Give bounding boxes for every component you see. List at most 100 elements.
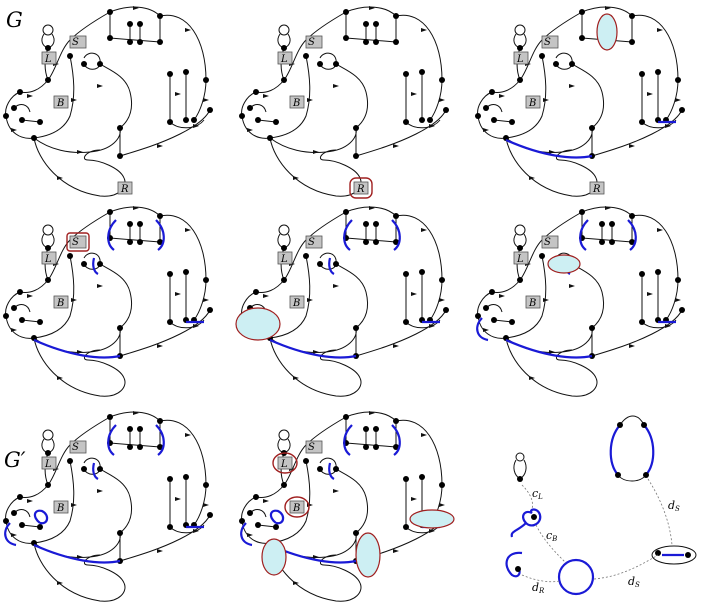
node (363, 239, 369, 245)
node (655, 550, 661, 556)
box-s (69, 440, 87, 454)
box-b-label: B (528, 98, 536, 109)
edge (84, 349, 125, 379)
edge (505, 337, 598, 397)
node (343, 9, 349, 15)
edge-arrow (193, 529, 199, 533)
box-s (305, 440, 323, 454)
node (81, 466, 87, 472)
node (373, 426, 379, 432)
edge-arrow (569, 84, 575, 88)
node (629, 39, 635, 45)
edge-arrow (393, 344, 399, 348)
node (203, 482, 209, 488)
node (157, 39, 163, 45)
top-node (514, 24, 526, 36)
edge (169, 72, 187, 122)
node (343, 414, 349, 420)
top-node (514, 224, 526, 236)
edge (485, 304, 513, 323)
edge-arrow (629, 144, 635, 148)
edge-arrow (569, 284, 575, 288)
edge (555, 52, 573, 70)
node (17, 89, 23, 95)
node (167, 119, 173, 125)
cycle-top-b (627, 219, 637, 251)
edge (581, 206, 633, 217)
node (207, 307, 213, 313)
edge-arrow (529, 376, 535, 380)
node (255, 117, 261, 123)
label-ds-bottom: dS (628, 575, 640, 589)
edge-arrow (313, 150, 319, 154)
node (643, 472, 649, 478)
box-s (305, 235, 323, 249)
edge (505, 55, 547, 139)
edge (335, 468, 369, 534)
node (183, 269, 189, 275)
edge (477, 79, 521, 117)
node (655, 69, 661, 75)
node (639, 271, 645, 277)
edge-arrow (175, 292, 181, 296)
node (393, 13, 399, 19)
edge-arrow (57, 176, 63, 180)
edge (33, 255, 75, 339)
box-l-label: L (44, 54, 52, 65)
box-s-label: S (544, 37, 551, 48)
node (239, 518, 245, 524)
edge (505, 127, 593, 153)
node (317, 261, 323, 267)
node (333, 61, 339, 67)
edge-arrow (293, 581, 299, 585)
box-l (41, 251, 57, 265)
edge-arrow (71, 298, 77, 302)
edge-arrow (293, 176, 299, 180)
top-node (515, 452, 525, 462)
node (281, 277, 287, 283)
node (281, 77, 287, 83)
edge (269, 460, 311, 544)
edge-arrow (543, 298, 549, 302)
edge (269, 137, 362, 197)
edge (249, 104, 277, 123)
edge (5, 115, 35, 139)
node (491, 117, 497, 123)
node (353, 125, 359, 131)
edge-arrow (133, 6, 139, 10)
edge-arrow (57, 376, 63, 380)
cycle-top-a (579, 219, 589, 251)
edge (395, 214, 443, 281)
edge-arrow (333, 84, 339, 88)
edge-arrow (657, 228, 663, 232)
cycle-b-tail (510, 522, 527, 538)
edge (109, 206, 161, 217)
box-b (525, 295, 541, 309)
edge (5, 279, 49, 317)
edge-arrow (157, 144, 163, 148)
label-ds-right: dS (668, 499, 680, 513)
box-l (41, 51, 57, 65)
cycle-top-a (343, 424, 353, 456)
node (491, 317, 497, 323)
cycle-top-b (391, 219, 401, 251)
edge-arrow (647, 92, 653, 96)
node (443, 107, 449, 113)
edge (581, 6, 633, 17)
cycle-bottom (269, 338, 357, 359)
edge-arrow (647, 292, 653, 296)
node (685, 552, 691, 558)
node (393, 418, 399, 424)
edge (269, 55, 311, 139)
edge-arrow (549, 350, 555, 354)
node (517, 45, 523, 51)
box-b-label: B (292, 298, 300, 309)
node (489, 89, 495, 95)
edge (591, 109, 683, 157)
node (239, 113, 245, 119)
node (393, 39, 399, 45)
contracted-graph: cL cB dS dR dS (505, 415, 697, 596)
box-b-label: B (292, 503, 300, 514)
edge (109, 6, 161, 17)
